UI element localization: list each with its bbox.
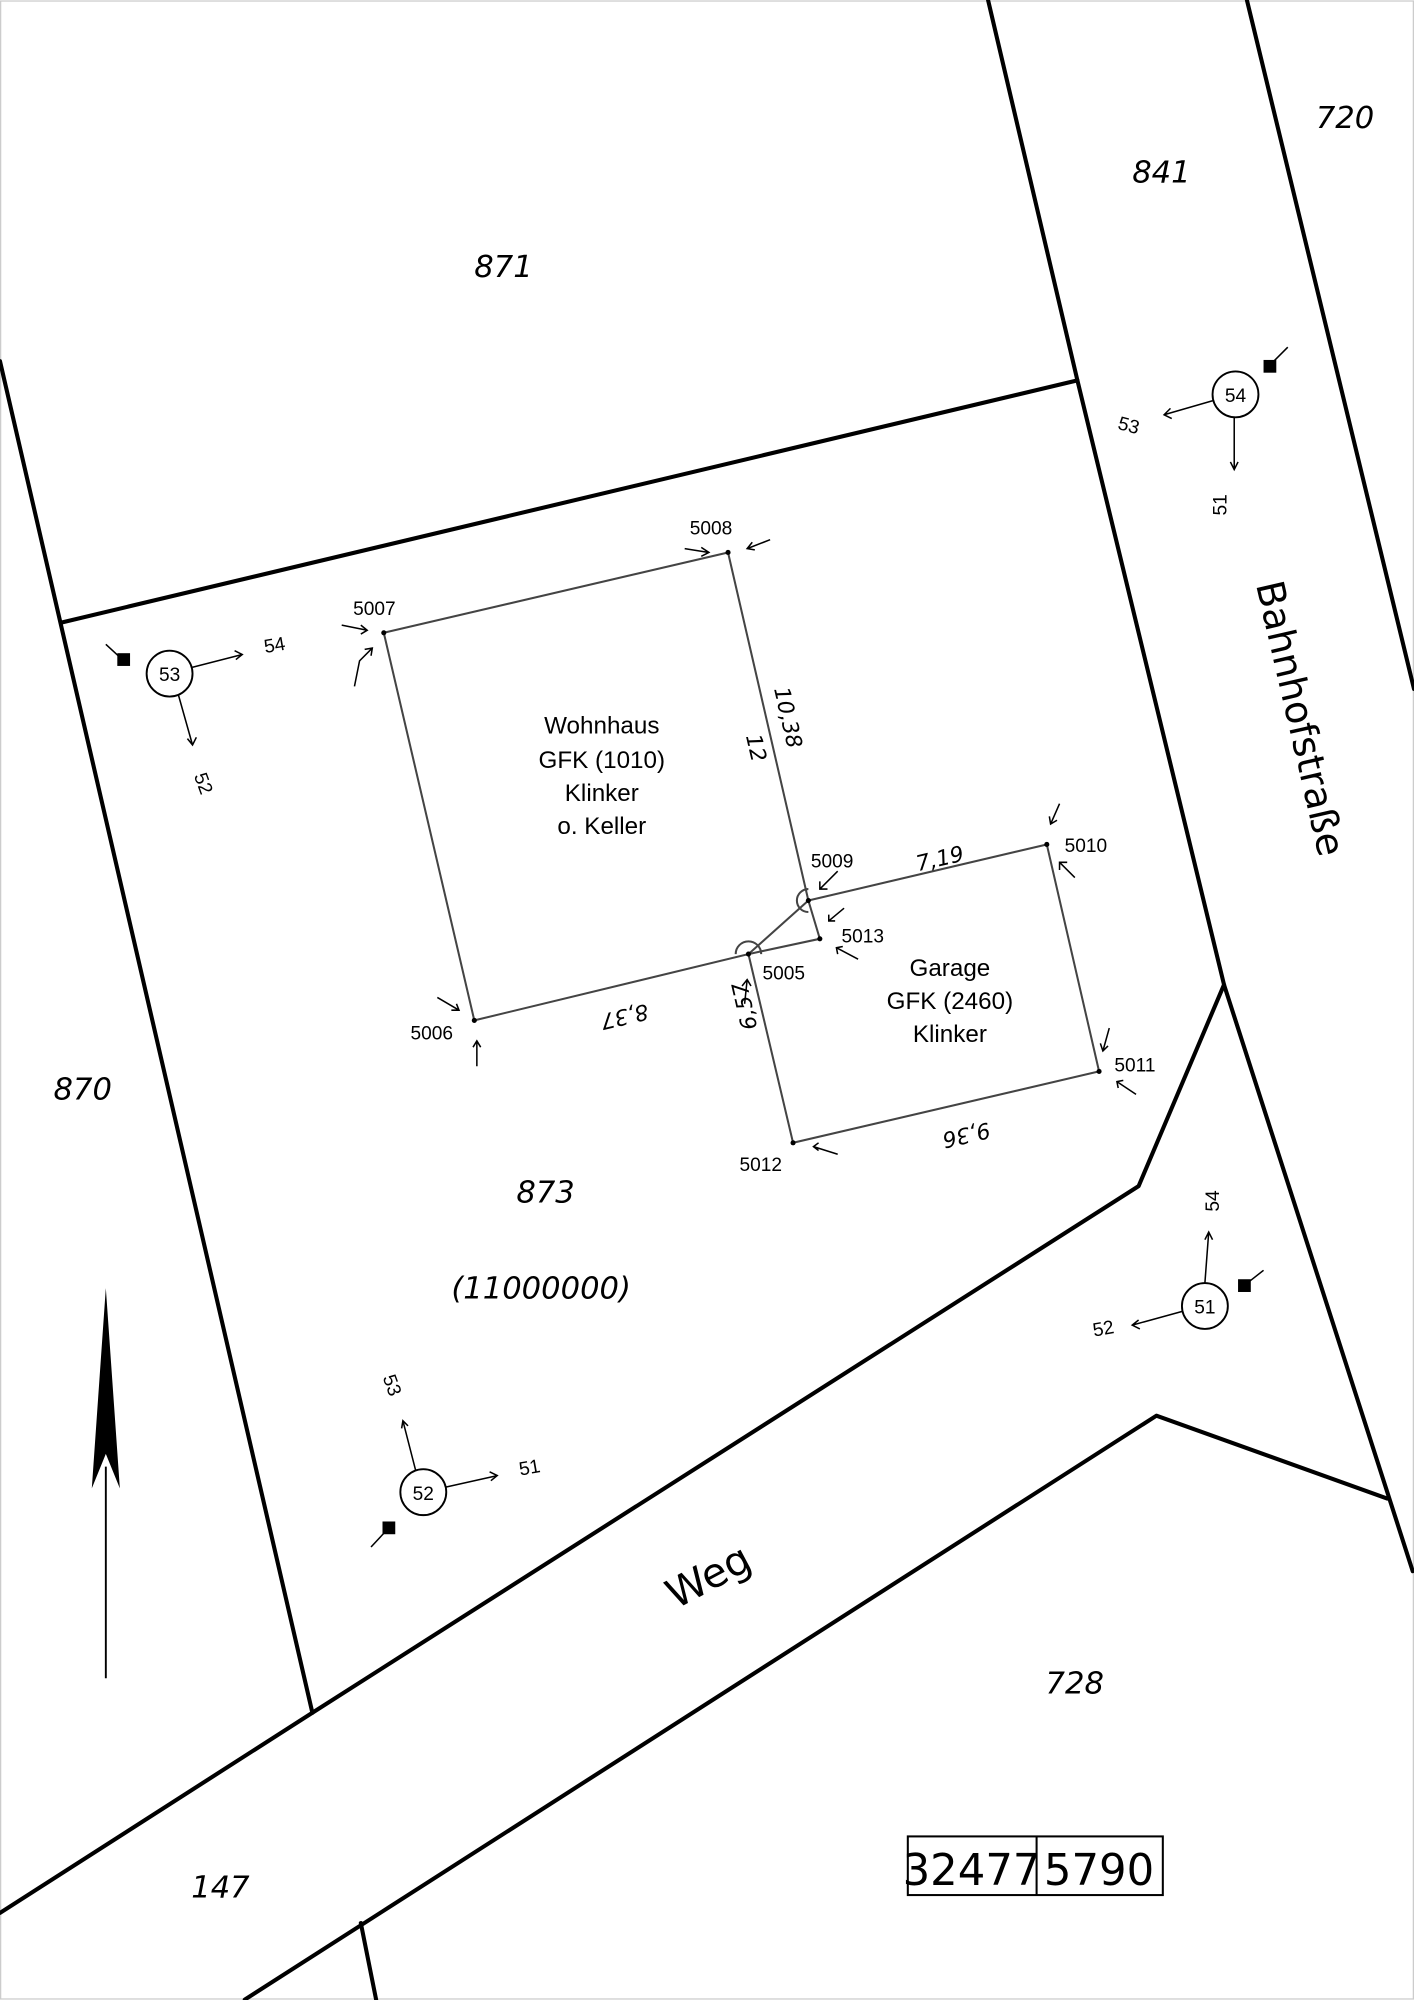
parcel-number: 870 [54, 1072, 112, 1107]
wohnhaus-label: GFK (1010) [539, 747, 666, 774]
station-ref: 54 [1203, 1190, 1224, 1212]
station-ref: 54 [262, 634, 287, 658]
building-labels: Wohnhaus GFK (1010) Klinker o. Keller Ga… [539, 713, 1014, 1049]
wohnhaus-label: Wohnhaus [544, 713, 659, 740]
parcel-number: 728 [1046, 1667, 1104, 1702]
station-label: 51 [1194, 1298, 1215, 1319]
parcel-number: 720 [1316, 101, 1374, 136]
point-number: 5009 [811, 851, 854, 872]
survey-stations: 53 54 51 52 54 52 53 51 54 52 53 51 [105, 346, 1289, 1548]
station-label: 54 [1225, 386, 1247, 407]
point-number: 5011 [1114, 1055, 1155, 1076]
north-arrow-icon [91, 1288, 120, 1679]
station-52 [399, 1468, 448, 1517]
parcel-number: 147 [191, 1871, 250, 1906]
dimension: 12 [740, 732, 771, 764]
station-54 [1211, 370, 1260, 419]
building-points [381, 549, 1102, 1146]
station-label: 53 [159, 665, 180, 686]
station-ref: 51 [517, 1456, 542, 1480]
parcel-number: 873 [516, 1176, 574, 1211]
point-number: 5006 [411, 1024, 454, 1045]
point-number: 5013 [842, 927, 885, 948]
sheet-number-box: 32477 5790 [903, 1835, 1164, 1897]
garage-label: Garage [910, 955, 991, 982]
parcel-area: (11000000) [451, 1271, 631, 1306]
station-label: 52 [413, 1484, 434, 1505]
station-51 [1180, 1282, 1229, 1330]
point-number: 5005 [762, 964, 805, 985]
station-53 [145, 649, 194, 698]
parcel-number: 841 [1132, 156, 1190, 191]
point-number: 5012 [740, 1155, 783, 1176]
garage-label: Klinker [913, 1021, 987, 1048]
parcel-number: 871 [474, 250, 532, 285]
point-numbers: 5007 5008 5009 5010 5013 5005 5006 5011 … [353, 519, 1155, 1176]
point-number: 5010 [1065, 836, 1108, 857]
point-number: 5007 [353, 599, 396, 620]
wohnhaus-label: Klinker [565, 780, 639, 807]
sheet-left: 32477 [903, 1846, 1041, 1896]
point-number: 5008 [690, 519, 733, 540]
garage-label: GFK (2460) [887, 988, 1014, 1015]
station-ref: 51 [1211, 494, 1232, 515]
sheet-right: 5790 [1044, 1846, 1154, 1896]
station-ref: 52 [1091, 1317, 1116, 1341]
direction-arrows [341, 539, 1137, 1156]
wohnhaus-label: o. Keller [557, 813, 646, 840]
station-ref: 53 [1116, 413, 1142, 439]
